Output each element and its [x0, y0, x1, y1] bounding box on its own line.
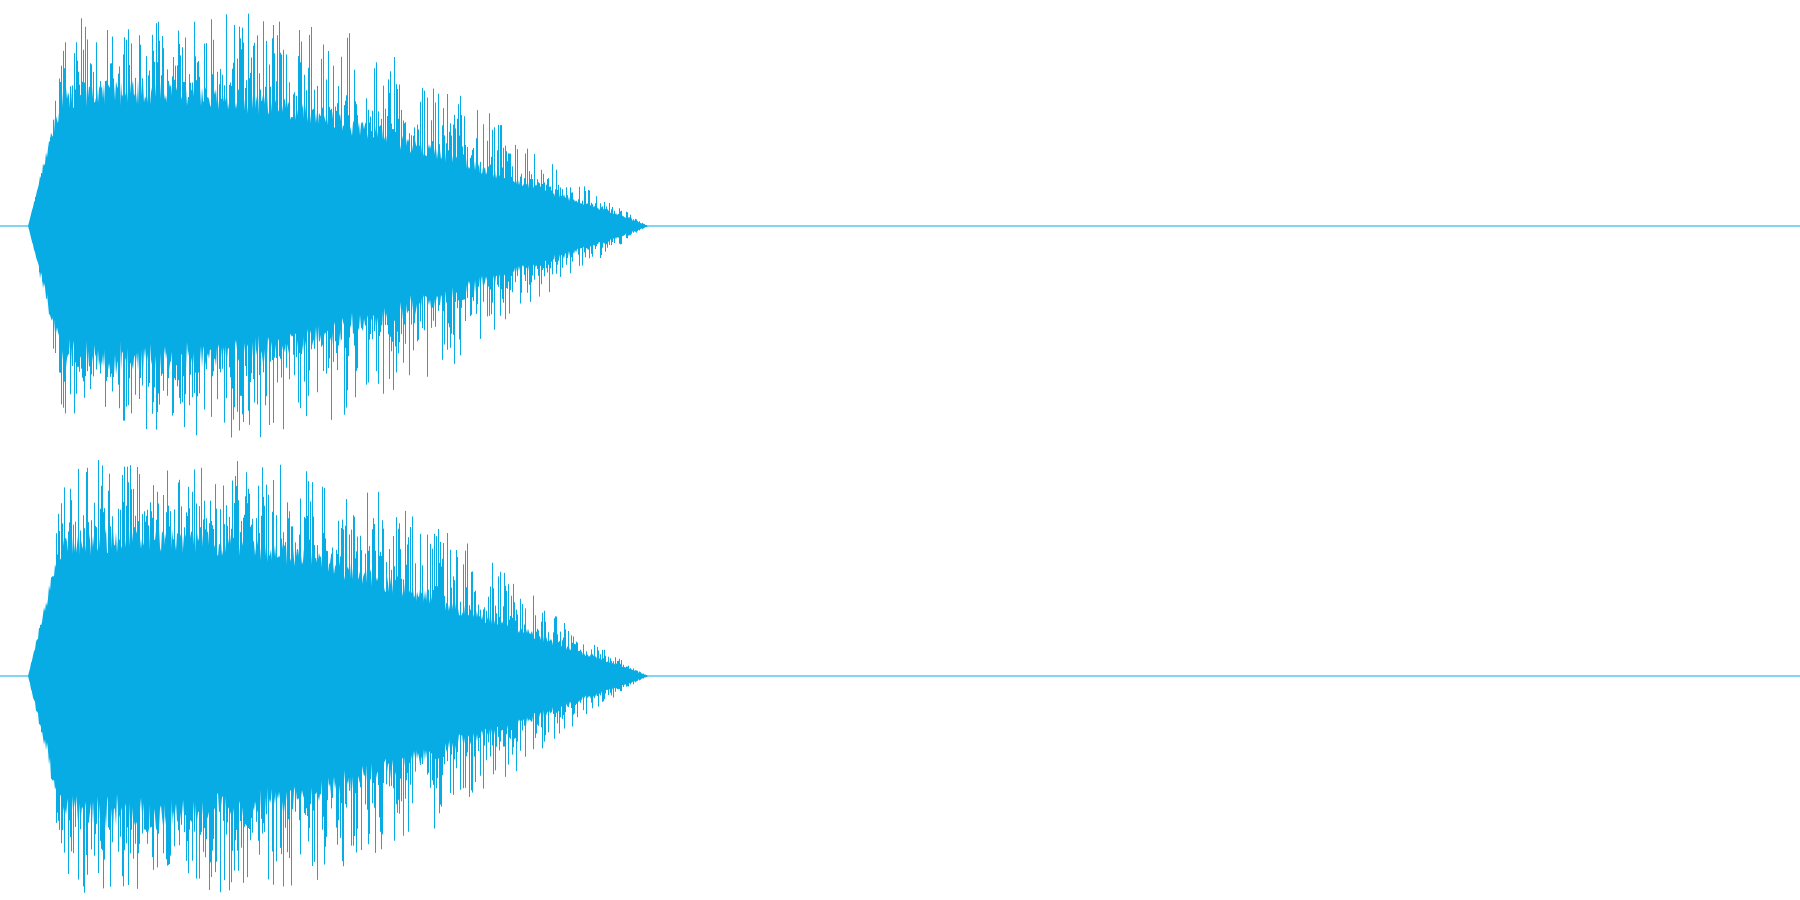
channel-bottom-waveform-spikes — [29, 460, 649, 893]
channel-top-waveform-spikes — [30, 13, 649, 438]
waveform-channel-top — [0, 13, 1800, 438]
waveform-channel-bottom — [0, 460, 1800, 893]
